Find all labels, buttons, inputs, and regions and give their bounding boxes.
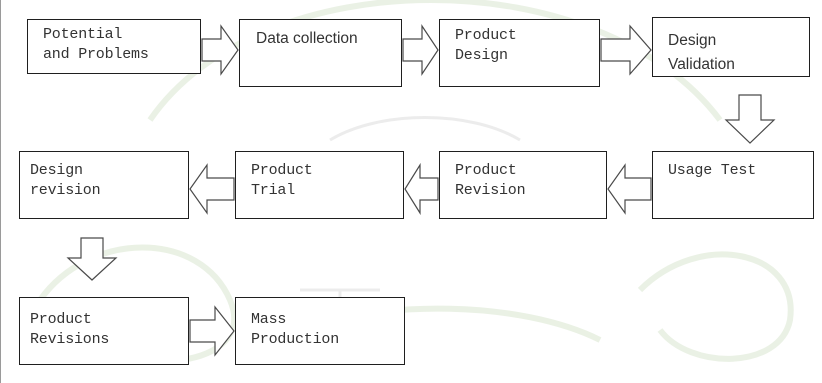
node-product-revisions: Product Revisions	[19, 297, 189, 365]
node-product-revision: Product Revision	[439, 151, 607, 219]
node-product-design: Product Design	[439, 19, 600, 87]
left-arrow-icon	[607, 163, 652, 215]
right-arrow-icon	[189, 305, 235, 357]
right-arrow-icon	[600, 24, 652, 76]
frame-border	[0, 0, 1, 383]
node-product-trial: Product Trial	[235, 151, 404, 219]
left-arrow-icon	[404, 162, 439, 216]
right-arrow-icon	[201, 24, 239, 76]
node-usage-test: Usage Test	[652, 151, 814, 219]
node-design-validation: Design Validation	[652, 17, 810, 77]
right-arrow-icon	[402, 24, 439, 76]
node-mass-production: Mass Production	[235, 297, 405, 365]
node-design-revision: Design revision	[19, 151, 189, 219]
down-arrow-icon	[66, 237, 118, 281]
node-data-collection: Data collection	[239, 19, 402, 87]
left-arrow-icon	[189, 163, 235, 215]
down-arrow-icon	[724, 94, 776, 144]
node-potential-problems: Potential and Problems	[27, 19, 201, 74]
